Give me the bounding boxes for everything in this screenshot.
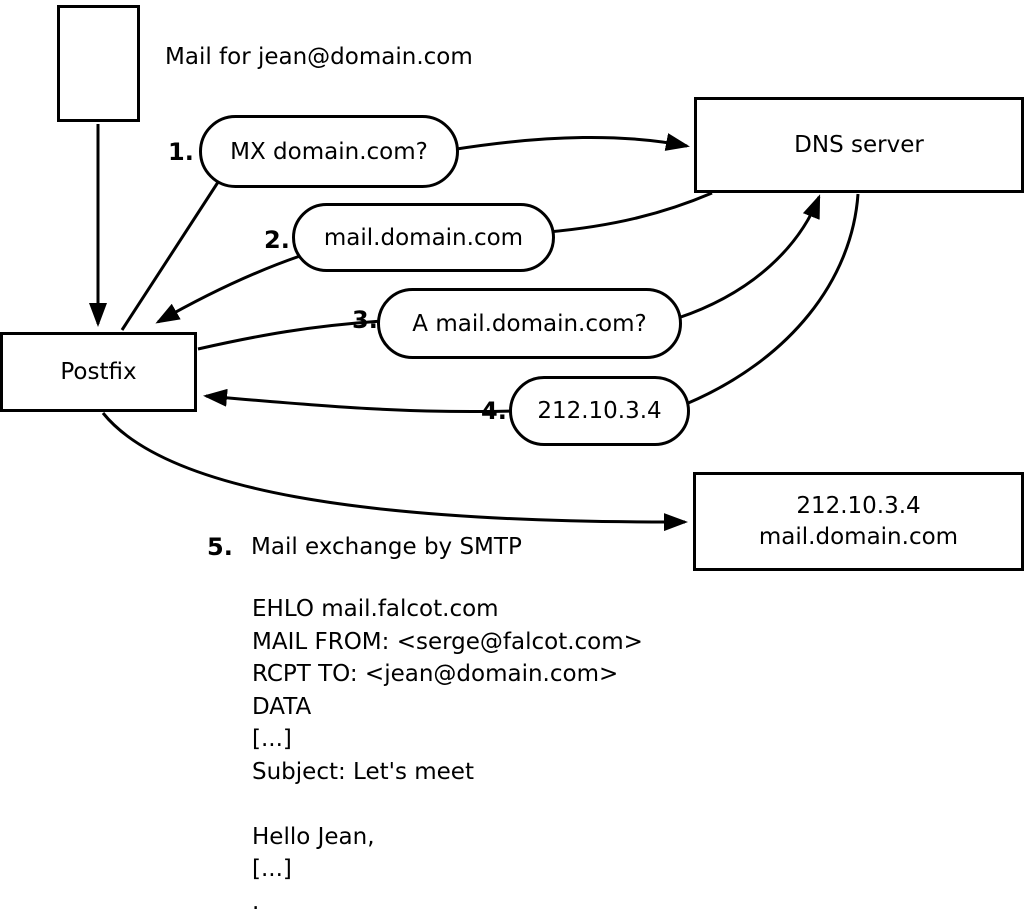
mail-server-node: 212.10.3.4 mail.domain.com — [693, 472, 1024, 571]
step-1-bubble: MX domain.com? — [199, 115, 459, 188]
smtp-line: Subject: Let's meet — [252, 758, 474, 785]
arrow-mx-answer-to-postfix — [155, 254, 301, 324]
step-2-bubble: mail.domain.com — [292, 203, 555, 272]
smtp-line: [...] — [252, 856, 292, 882]
smtp-line: Hello Jean, — [252, 823, 375, 850]
step-5-number: 5. — [207, 533, 233, 561]
arrow-a-query-to-dns — [677, 194, 821, 320]
step-3-text: A mail.domain.com? — [412, 310, 647, 337]
arrow-a-answer-to-postfix — [203, 388, 513, 414]
line-dns-to-a-answer — [685, 193, 860, 406]
smtp-transcript: EHLO mail.falcot.com MAIL FROM: <serge@f… — [252, 596, 643, 919]
incoming-mail-label: Mail for jean@domain.com — [165, 44, 473, 70]
step-1-number: 1. — [168, 138, 194, 166]
step-4-number: 4. — [481, 397, 507, 425]
smtp-line: RCPT TO: <jean@domain.com> — [252, 661, 619, 687]
step-2-text: mail.domain.com — [323, 224, 524, 251]
step-3-number: 3. — [352, 306, 378, 334]
smtp-line: EHLO mail.falcot.com — [252, 596, 499, 622]
smtp-line — [252, 791, 643, 824]
step-2-number: 2. — [264, 226, 290, 254]
smtp-line: . — [252, 888, 260, 915]
smtp-line: MAIL FROM: <serge@falcot.com> — [252, 628, 643, 655]
smtp-line: [...] — [252, 726, 292, 752]
line-dns-to-mx-answer — [547, 191, 713, 234]
incoming-mail-icon — [57, 5, 140, 122]
smtp-line: DATA — [252, 693, 312, 720]
step-5-label: Mail exchange by SMTP — [251, 534, 522, 560]
mail-server-ip-label: 212.10.3.4 — [796, 492, 921, 519]
postfix-node: Postfix — [0, 332, 197, 412]
step-4-bubble: 212.10.3.4 — [509, 376, 690, 446]
arrow-smtp-exchange — [101, 412, 688, 532]
step-3-bubble: A mail.domain.com? — [377, 288, 682, 359]
step-4-text: 212.10.3.4 — [537, 398, 662, 424]
dns-server-node: DNS server — [694, 97, 1024, 193]
line-postfix-to-mx-query — [120, 175, 224, 331]
line-postfix-to-a-query — [197, 319, 383, 351]
step-1-text: MX domain.com? — [230, 138, 428, 165]
mail-server-host-label: mail.domain.com — [758, 523, 959, 550]
dns-server-label: DNS server — [794, 132, 924, 158]
postfix-label: Postfix — [60, 359, 137, 385]
arrow-mx-query-to-dns — [449, 133, 690, 152]
